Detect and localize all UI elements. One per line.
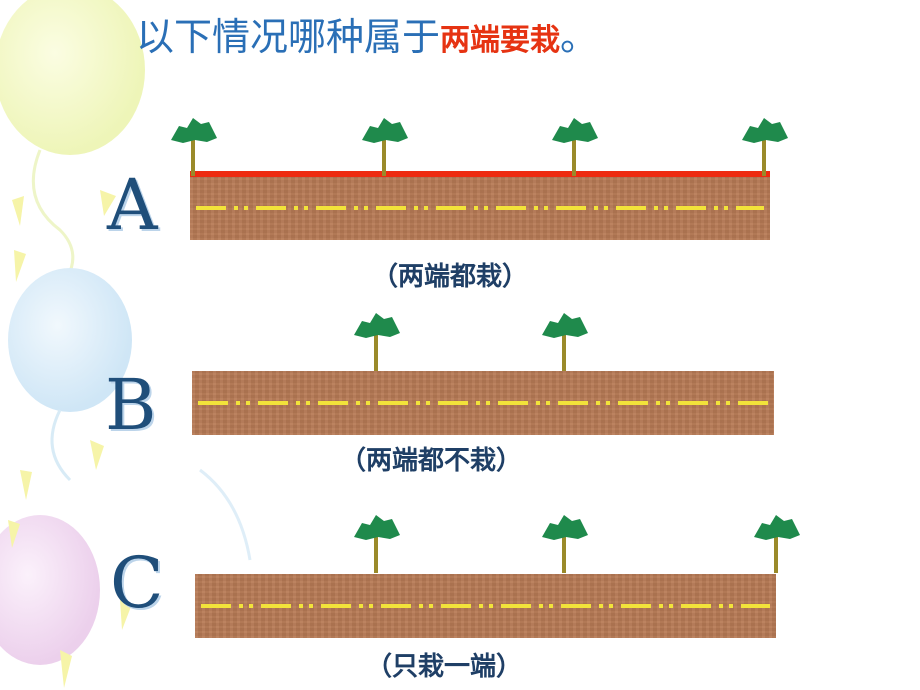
option-a-letter: A	[107, 164, 158, 246]
option-c-letter: C	[110, 542, 164, 624]
option-b-letter: B	[105, 364, 157, 446]
lane-marking	[201, 604, 770, 608]
tree-icon	[742, 118, 788, 176]
option-b-road	[192, 371, 774, 435]
tree-icon	[542, 313, 588, 371]
tree-icon	[754, 515, 800, 573]
option-a-road	[190, 176, 770, 240]
tree-icon	[362, 118, 408, 176]
title-prefix: 以下情况哪种属于	[136, 15, 441, 59]
tree-icon	[354, 515, 400, 573]
title-highlight: 两端要栽	[440, 23, 561, 58]
tree-icon	[542, 515, 588, 573]
option-c-caption: （只栽一端）	[366, 652, 523, 682]
page-title: 以下情况哪种属于两端要栽。	[136, 10, 598, 64]
option-b-caption: （两端都不栽）	[340, 446, 523, 476]
tree-icon	[171, 118, 217, 176]
option-a-length-line	[190, 171, 770, 177]
lane-marking	[196, 206, 764, 210]
option-a-caption: （两端都栽）	[372, 262, 529, 292]
tree-icon	[552, 118, 598, 176]
tree-icon	[354, 313, 400, 371]
option-c-road	[195, 574, 776, 638]
lane-marking	[198, 401, 768, 405]
title-suffix: 。	[560, 15, 599, 59]
